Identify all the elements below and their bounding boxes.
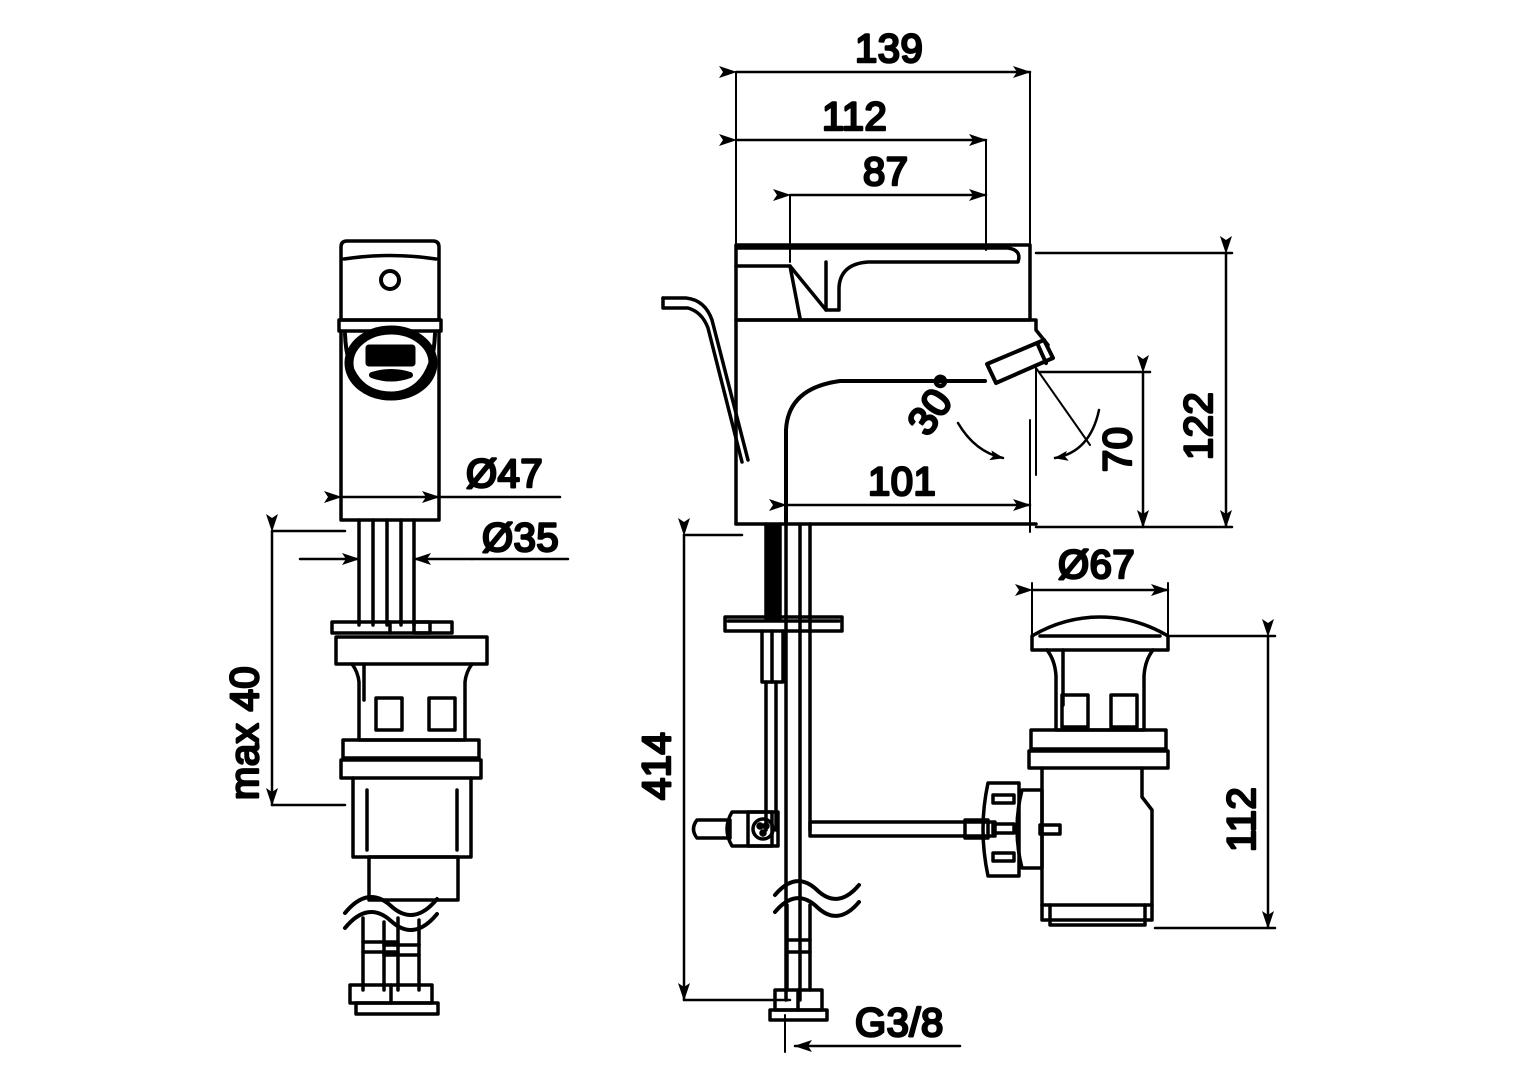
dim-d47-label: Ø47 — [466, 452, 543, 496]
waste-nut-rings — [1027, 728, 1170, 770]
escutcheon-plate — [330, 620, 454, 635]
dim-112-right-label: 112 — [1220, 787, 1264, 852]
dim-101 — [769, 419, 1032, 533]
dim-122 — [1034, 236, 1234, 529]
waste-cap — [1030, 615, 1170, 652]
dim-max40 — [266, 514, 347, 807]
dim-g38-label: G3/8 — [855, 1001, 944, 1045]
mixer-handle — [734, 243, 1032, 322]
dim-d67-label: Ø67 — [1058, 543, 1135, 587]
dim-d35-label: Ø35 — [482, 516, 559, 560]
supply-hose-end — [768, 903, 829, 1022]
spout-curve — [784, 379, 987, 526]
waste-side-knob — [963, 781, 1062, 878]
supply-stems — [357, 518, 416, 627]
dim-139-label: 139 — [855, 27, 923, 71]
dim-30-degree — [956, 367, 1101, 476]
spout-body — [339, 329, 441, 522]
aerator-nozzle — [985, 338, 1055, 385]
mounting-stud — [760, 629, 785, 832]
right-view-dimensions: Ø67 112 — [1015, 542, 1277, 930]
lever-socket — [343, 325, 438, 401]
dim-d67 — [1015, 582, 1170, 641]
spout-head — [339, 239, 441, 322]
dim-122-label: 122 — [1177, 392, 1221, 460]
waste-tailpiece — [1048, 903, 1147, 927]
left-view-dimensions: Ø47 Ø35 max 40 — [222, 451, 570, 807]
popup-lift-rod — [661, 296, 750, 464]
under-deck-plate — [723, 615, 844, 633]
center-side-view — [661, 243, 1055, 1022]
dim-101-label: 101 — [868, 460, 936, 504]
dim-112-right — [1153, 619, 1277, 930]
dim-30-degree-label: 30° — [899, 367, 971, 443]
hose-ferrule — [367, 855, 460, 902]
cartridge-housing — [351, 776, 473, 859]
dim-112-label: 112 — [822, 95, 887, 139]
right-popup-waste-view — [963, 615, 1170, 927]
popup-linkage — [691, 810, 997, 848]
dim-414 — [678, 518, 792, 1002]
aerator-hole-icon — [379, 269, 401, 291]
dim-g38 — [784, 1014, 962, 1053]
hose-tails — [361, 916, 421, 992]
dim-max40-label: max 40 — [223, 666, 267, 800]
dim-70-label: 70 — [1096, 427, 1140, 473]
spout-collar — [337, 318, 443, 333]
threaded-shank — [350, 662, 474, 742]
break-line-symbol — [343, 895, 439, 932]
mounting-flange — [334, 635, 489, 666]
dim-d35 — [298, 523, 570, 601]
waste-neck — [1045, 648, 1155, 732]
lock-nut-rings — [339, 738, 483, 780]
center-view-dimensions: 139 112 87 101 122 70 — [634, 26, 1234, 1053]
dim-70 — [1038, 355, 1152, 529]
waste-body — [1040, 766, 1154, 922]
left-front-view — [330, 239, 489, 1016]
center-break-symbol — [773, 879, 861, 918]
dim-87-label: 87 — [863, 150, 909, 194]
dim-414-label: 414 — [635, 732, 679, 800]
connector-nuts — [348, 983, 440, 1016]
